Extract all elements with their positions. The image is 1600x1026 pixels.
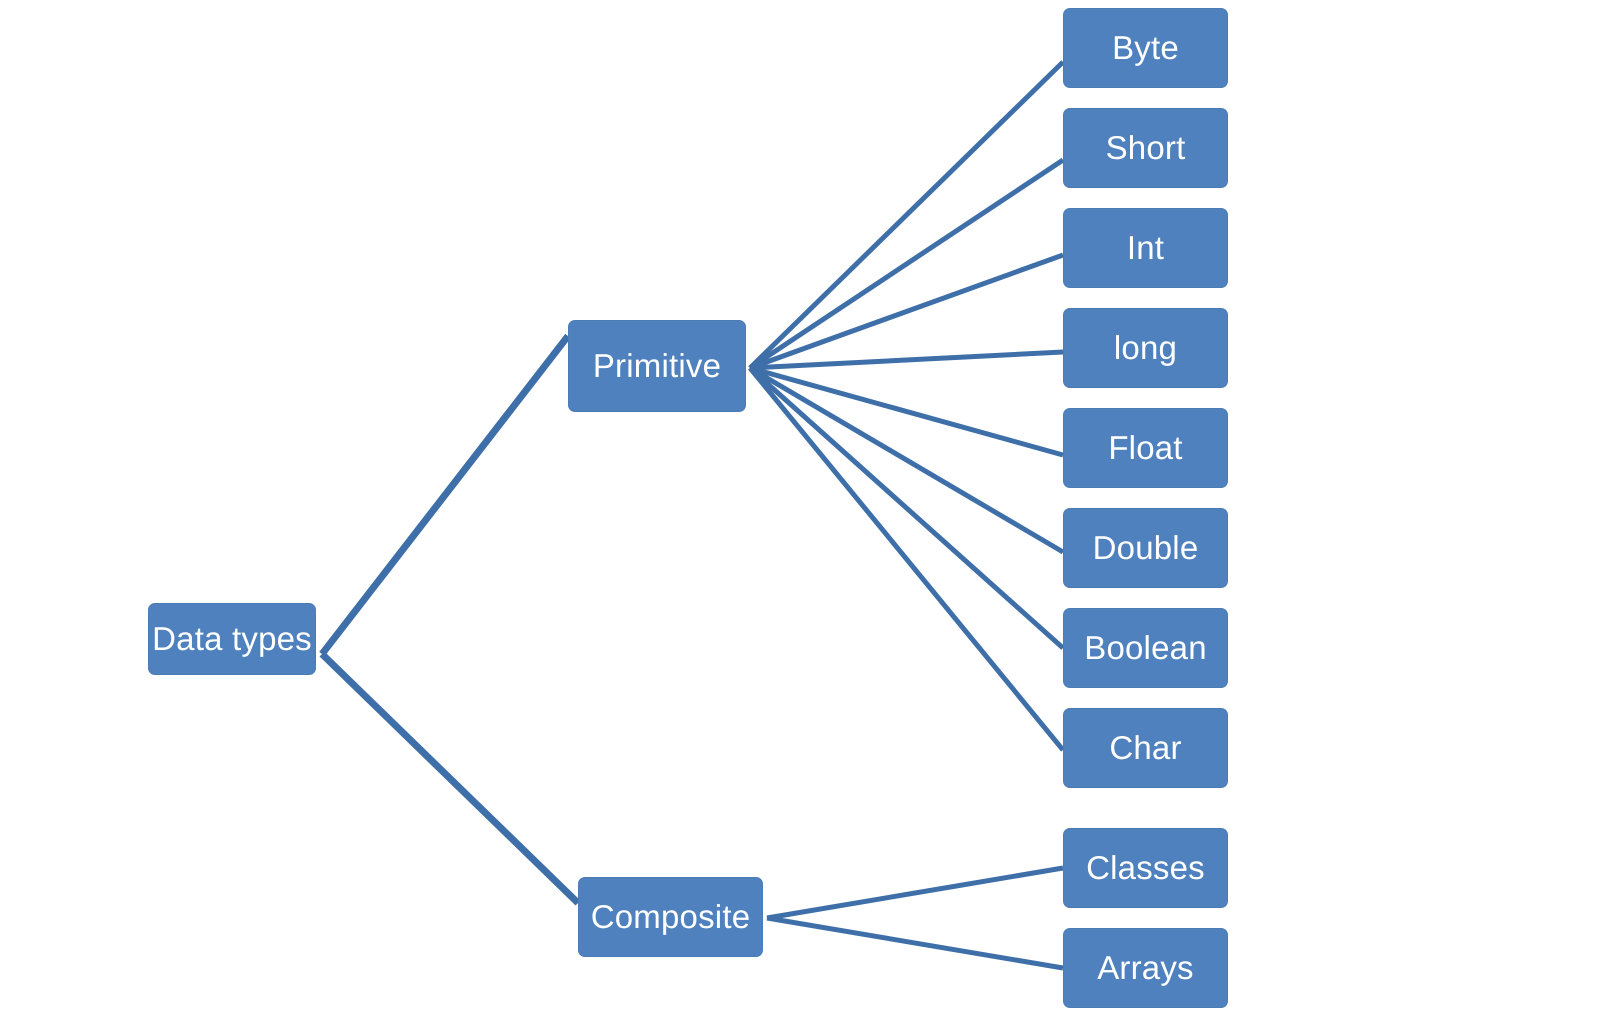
edge-primitive-to-double — [748, 365, 1065, 555]
node-classes[interactable]: Classes — [1063, 828, 1228, 908]
node-arrays[interactable]: Arrays — [1063, 928, 1228, 1008]
node-label: Int — [1126, 228, 1165, 266]
edge-primitive-to-char — [748, 366, 1065, 752]
node-label: Data types — [152, 619, 312, 657]
node-label: Float — [1108, 428, 1183, 466]
node-label: Double — [1092, 528, 1199, 566]
node-int[interactable]: Int — [1063, 208, 1228, 288]
node-boolean[interactable]: Boolean — [1063, 608, 1228, 688]
node-label: Primitive — [592, 346, 722, 384]
edge-root-to-composite — [319, 651, 581, 906]
node-long[interactable]: long — [1063, 308, 1228, 388]
node-label: long — [1113, 328, 1178, 366]
node-label: Boolean — [1084, 628, 1207, 666]
node-label: Arrays — [1097, 948, 1194, 986]
node-label: Short — [1105, 128, 1186, 166]
edge-primitive-to-long — [749, 349, 1064, 371]
edge-primitive-to-short — [748, 157, 1065, 371]
edge-composite-to-arrays — [766, 915, 1064, 971]
edge-composite-to-classes — [766, 865, 1064, 921]
edge-primitive-to-byte — [748, 60, 1065, 370]
node-composite[interactable]: Composite — [578, 877, 763, 957]
edge-primitive-to-boolean — [748, 366, 1065, 650]
node-label: Char — [1109, 728, 1182, 766]
node-label: Composite — [590, 897, 751, 935]
node-label: Classes — [1086, 848, 1205, 886]
node-short[interactable]: Short — [1063, 108, 1228, 188]
node-primitive[interactable]: Primitive — [568, 320, 746, 412]
edge-primitive-to-int — [749, 252, 1064, 371]
node-float[interactable]: Float — [1063, 408, 1228, 488]
node-char[interactable]: Char — [1063, 708, 1228, 788]
node-byte[interactable]: Byte — [1063, 8, 1228, 88]
node-data-types[interactable]: Data types — [148, 603, 316, 675]
edge-primitive-to-float — [749, 365, 1064, 458]
edge-root-to-primitive — [319, 333, 571, 657]
node-double[interactable]: Double — [1063, 508, 1228, 588]
node-label: Byte — [1112, 28, 1179, 66]
